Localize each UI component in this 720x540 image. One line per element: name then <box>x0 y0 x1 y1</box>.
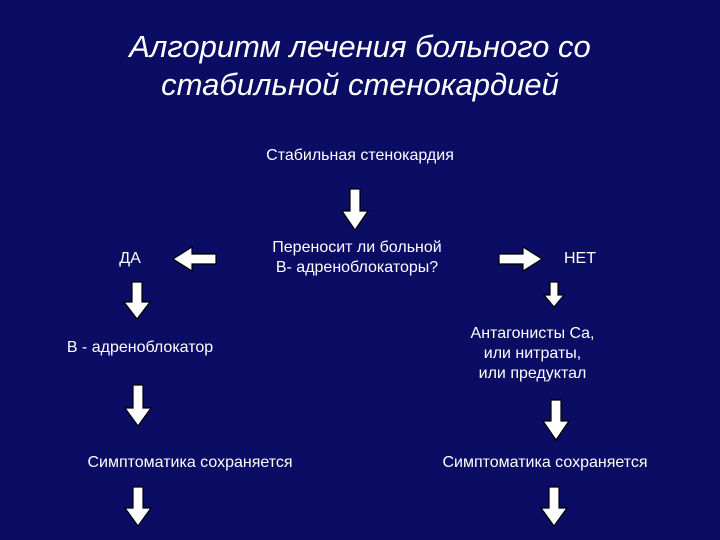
arrow-down-beta-icon <box>123 384 153 428</box>
slide-title: Алгоритм лечения больного со стабильной … <box>129 29 591 102</box>
arrow-down-start-icon <box>340 188 370 232</box>
arrow-down-antag-icon <box>541 399 571 442</box>
node-stable-angina: Стабильная стенокардия <box>266 147 454 164</box>
node-no: НЕТ <box>564 250 596 267</box>
arrow-down-symptoms-left-icon <box>123 486 153 528</box>
arrow-down-yes-icon <box>122 281 152 320</box>
node-yes: ДА <box>119 250 141 267</box>
arrow-down-symptoms-right-icon <box>539 486 569 528</box>
node-symptoms-left: Симптоматика сохраняется <box>87 454 293 471</box>
node-beta-blocker: B - адреноблокатор <box>66 339 214 356</box>
node-symptoms-right: Симптоматика сохраняется <box>442 454 648 471</box>
arrow-down-no-icon <box>542 281 566 308</box>
node-question: Переносит ли больной B- адреноблокаторы? <box>272 239 442 276</box>
node-antagonists: Антагонисты Ca, или нитраты, или предукт… <box>470 325 595 382</box>
arrow-left-yes-icon <box>171 245 217 273</box>
